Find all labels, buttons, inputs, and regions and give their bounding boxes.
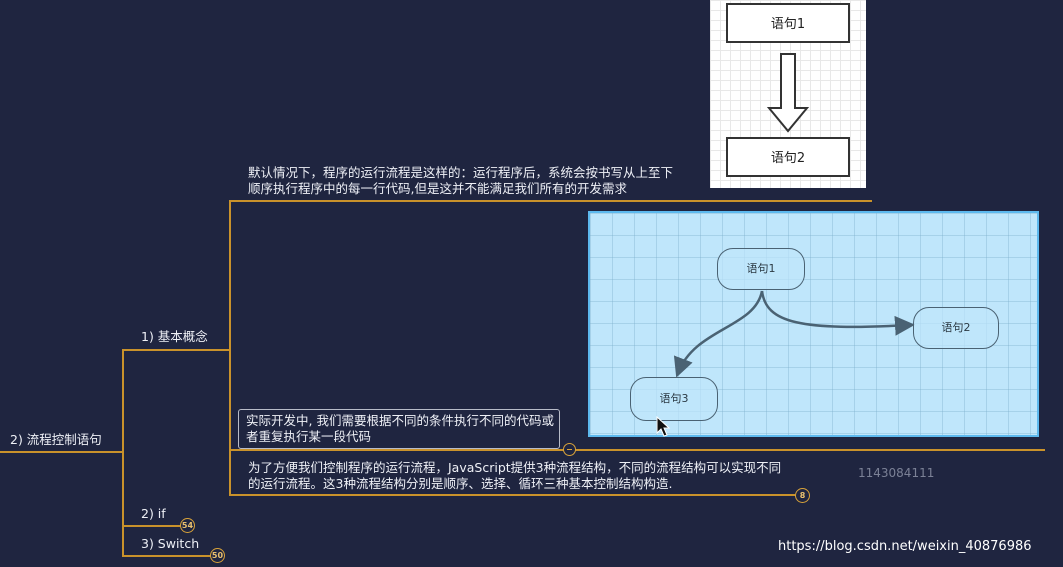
minus-icon (567, 449, 572, 450)
branch-connectors (673, 290, 915, 378)
branch-basic-concept[interactable]: 1) 基本概念 (141, 329, 208, 344)
branch2-underline (122, 525, 186, 527)
branch-node-1: 语句1 (717, 248, 805, 290)
note-default-flow-line1[interactable]: 默认情况下，程序的运行流程是这样的：运行程序后，系统会按书写从上至下 (248, 165, 674, 180)
note-js-flow-badge[interactable]: 8 (795, 488, 810, 503)
root-topic[interactable]: 2) 流程控制语句 (10, 432, 102, 447)
branch-if-count-badge[interactable]: 54 (180, 518, 195, 533)
connector-to-node2 (760, 290, 915, 336)
collapse-toggle-icon[interactable] (563, 443, 576, 456)
concept-trunk (229, 200, 231, 495)
branch3-underline (122, 555, 216, 557)
branch-switch[interactable]: 3) Switch (141, 536, 200, 551)
note3-underline (229, 494, 795, 496)
branch-flow-diagram: 语句1 语句2 语句3 (588, 211, 1039, 437)
note-js-flow-line2[interactable]: 的运行流程。这3种流程结构分别是顺序、选择、循环三种基本控制结构构造. (248, 476, 673, 491)
note-practice-box[interactable] (238, 409, 560, 449)
connector-to-node3 (673, 290, 764, 378)
note-default-flow-line2[interactable]: 顺序执行程序中的每一行代码,但是这并不能满足我们所有的开发需求 (248, 181, 627, 196)
mouse-cursor-icon (656, 416, 671, 437)
note-practice-line2: 者重复执行某一段代码 (246, 429, 372, 444)
branch-node-3: 语句3 (630, 377, 718, 421)
root-underline (0, 451, 122, 453)
branch-trunk (122, 349, 124, 555)
branch1-underline (122, 349, 230, 351)
note-js-flow-line1[interactable]: 为了方便我们控制程序的运行流程，JavaScript提供3种流程结构，不同的流程… (248, 460, 782, 475)
note-practice-line1: 实际开发中, 我们需要根据不同的条件执行不同的代码或 (246, 413, 554, 428)
branch-node-2: 语句2 (913, 307, 999, 349)
sequence-flow-diagram: 语句1 语句2 (710, 0, 866, 188)
down-arrow-icon (766, 53, 810, 133)
note1-underline (229, 200, 872, 202)
sequence-node-1: 语句1 (726, 3, 850, 43)
csdn-watermark: https://blog.csdn.net/weixin_40876986 (778, 539, 1032, 554)
overlay-id-text: 1143084111 (858, 466, 935, 480)
branch-switch-count-badge[interactable]: 50 (210, 548, 225, 563)
note2-underline (229, 449, 1045, 451)
sequence-node-2: 语句2 (726, 137, 850, 177)
branch-if[interactable]: 2) if (141, 506, 166, 521)
